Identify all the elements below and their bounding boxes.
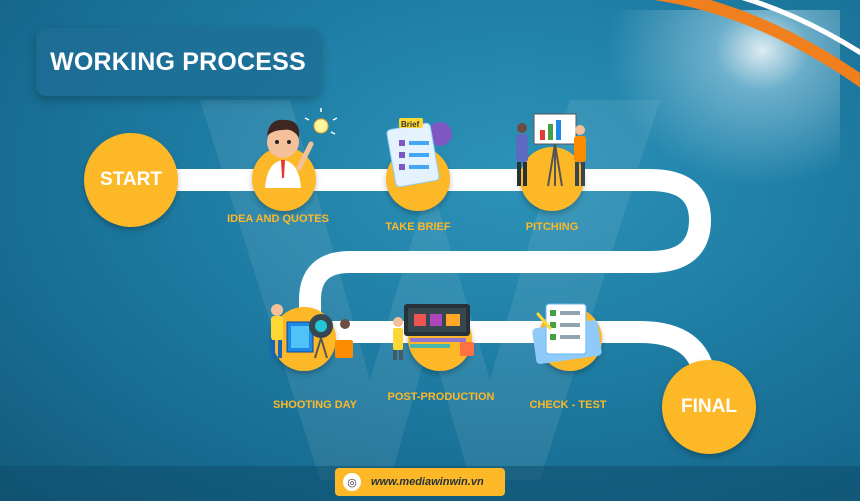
page-title: WORKING PROCESS (50, 47, 306, 76)
idea-person-icon (265, 108, 338, 188)
website-url[interactable]: www.mediawinwin.vn (371, 476, 484, 488)
camera-crew-icon (271, 304, 353, 359)
step-label-idea: IDEA AND QUOTES (227, 213, 329, 225)
svg-text:Brief: Brief (401, 120, 420, 129)
globe-icon: ◎ (343, 473, 361, 491)
final-label: FINAL (681, 396, 737, 417)
step-label-brief: TAKE BRIEF (385, 221, 451, 233)
checklist-tablet-icon (532, 303, 602, 364)
step-label-post: POST-PRODUCTION (387, 391, 495, 403)
final-circle: FINAL (662, 360, 756, 454)
presentation-board-icon (516, 113, 586, 187)
video-editing-icon (393, 304, 474, 360)
start-label: START (100, 169, 162, 190)
title-box: WORKING PROCESS (36, 28, 320, 96)
website-pill[interactable]: ◎ www.mediawinwin.vn (335, 468, 505, 496)
start-circle: START (84, 133, 178, 227)
step-label-pitching: PITCHING (525, 221, 579, 233)
step-label-shooting: SHOOTING DAY (273, 399, 357, 411)
step-label-check: CHECK - TEST (529, 399, 607, 411)
brief-checklist-icon: Brief (386, 118, 452, 188)
